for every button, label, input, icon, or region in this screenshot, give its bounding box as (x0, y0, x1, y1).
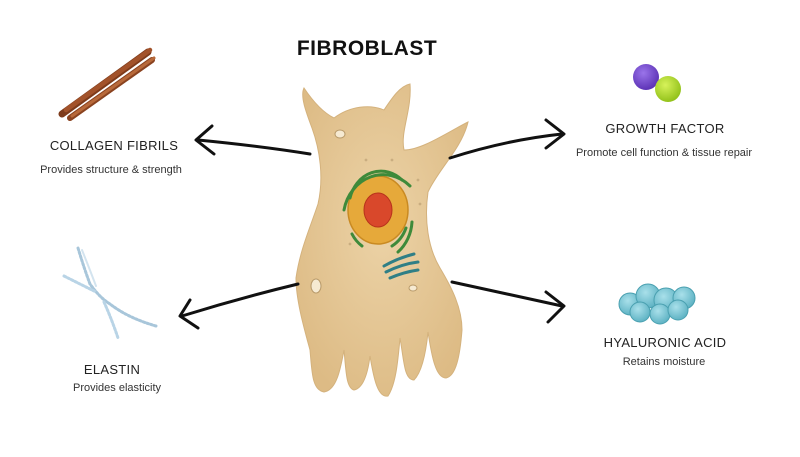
growth-factor-molecule-icon (633, 64, 681, 102)
vesicle (348, 242, 352, 246)
growth-factor-label: GROWTH FACTOR (605, 121, 725, 136)
nucleolus (363, 192, 393, 228)
vacuole (408, 284, 418, 292)
elastin-fiber-icon (62, 246, 158, 340)
growth-factor-description: Promote cell function & tissue repair (575, 147, 753, 159)
vesicle (418, 202, 422, 206)
hyaluronic-label: HYALURONIC ACID (603, 335, 727, 350)
hyaluronic-acid-cluster-icon (618, 283, 696, 325)
arrow-to-growth-factor (448, 118, 566, 160)
vesicle (390, 158, 394, 162)
collagen-label: COLLAGEN FIBRILS (49, 138, 179, 153)
arrow-to-collagen (194, 124, 312, 156)
fibroblast-cell (295, 83, 469, 397)
collagen-description: Provides structure & strength (40, 164, 182, 176)
vacuole (334, 129, 346, 139)
arrows (178, 118, 566, 330)
vesicle (416, 178, 420, 182)
golgi-apparatus (382, 252, 420, 280)
vesicle (364, 158, 368, 162)
elastin-label: ELASTIN (83, 362, 141, 377)
arrow-to-hyaluronic (450, 280, 566, 324)
diagram-title: FIBROBLAST (296, 37, 438, 60)
collagen-fibril-icon (58, 47, 156, 121)
arrow-to-elastin (178, 282, 300, 330)
elastin-description: Provides elasticity (72, 382, 162, 394)
vacuole (310, 278, 322, 294)
hyaluronic-description: Retains moisture (622, 356, 706, 368)
endoplasmic-reticulum (342, 169, 414, 254)
